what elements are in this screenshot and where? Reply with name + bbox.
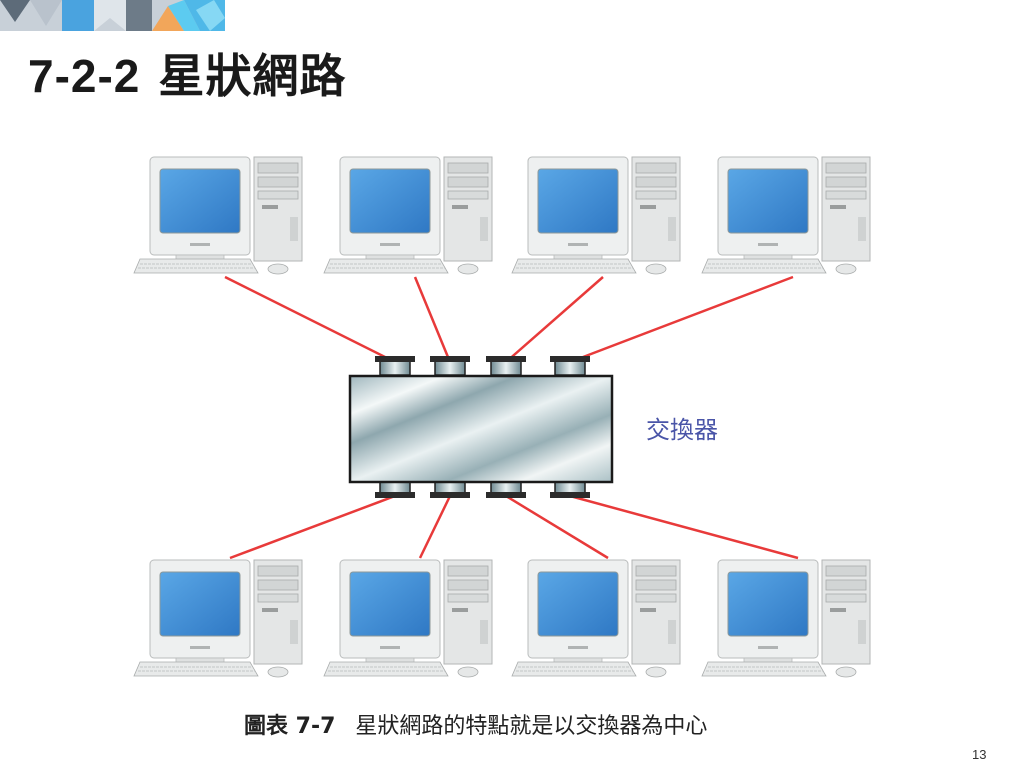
switch-body	[348, 374, 614, 484]
network-link	[505, 276, 604, 363]
page-number: 13	[972, 747, 987, 762]
network-link	[229, 494, 396, 560]
corner-decoration	[0, 0, 225, 31]
switch-port	[486, 356, 526, 376]
computer-icon	[133, 559, 303, 678]
slide-title: 7-2-2 星狀網路	[28, 40, 346, 106]
title-text: 星狀網路	[158, 49, 347, 103]
network-link	[569, 275, 794, 364]
network-links	[224, 275, 799, 560]
figure-number: 圖表 7-7	[244, 714, 336, 739]
network-link	[569, 494, 799, 560]
computer-icon	[701, 559, 871, 678]
computer-icon	[701, 156, 871, 275]
switch-port	[550, 356, 590, 376]
switch-port	[486, 479, 526, 498]
network-link	[413, 276, 452, 363]
network-link	[505, 494, 609, 560]
network-link	[418, 495, 452, 559]
switch-port	[430, 356, 470, 376]
switch-device	[348, 356, 614, 498]
computer-icon	[511, 156, 681, 275]
switch-port	[375, 356, 415, 376]
figure-caption-text: 星狀網路的特點就是以交換器為中心	[355, 714, 708, 739]
computer-icon	[511, 559, 681, 678]
figure-caption: 圖表 7-7 星狀網路的特點就是以交換器為中心	[244, 708, 707, 740]
computer-icon	[133, 156, 303, 275]
computer-icon	[323, 156, 493, 275]
network-link	[224, 275, 396, 364]
switch-label: 交換器	[646, 416, 718, 444]
title-number: 7-2-2	[28, 50, 141, 102]
computer-icon	[323, 559, 493, 678]
